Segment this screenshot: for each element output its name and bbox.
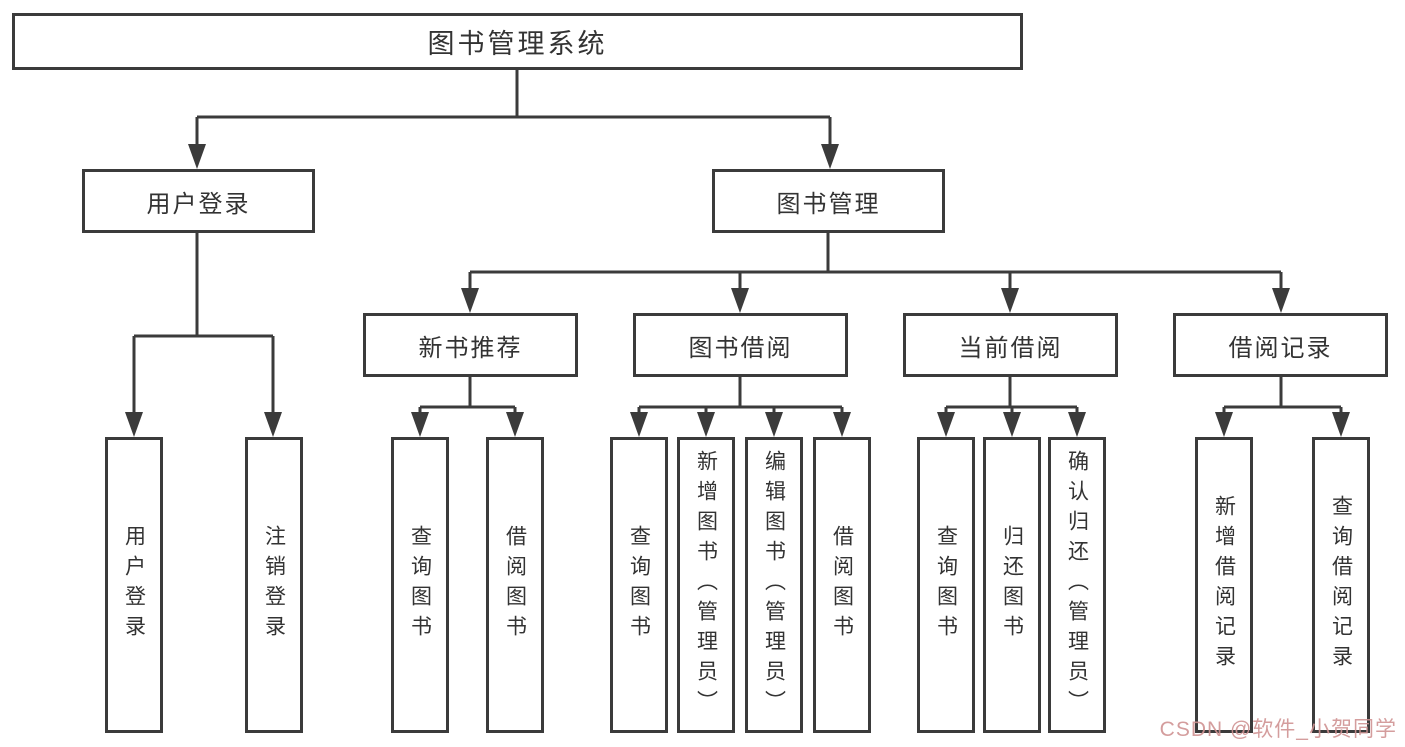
- node-library-management-system: 图书管理系统: [12, 13, 1023, 70]
- node-label: 归还图书: [1000, 525, 1024, 645]
- node-new-book-recommend: 新书推荐: [363, 313, 578, 377]
- leaf-edit-books-admin: 编辑图书（管理员）: [745, 437, 803, 733]
- node-label: 借阅图书: [503, 525, 527, 645]
- leaf-query-books: 查询图书: [610, 437, 668, 733]
- leaf-query-borrow-record: 查询借阅记录: [1312, 437, 1370, 733]
- node-label: 查询图书: [934, 525, 958, 645]
- leaf-borrow-books: 借阅图书: [486, 437, 544, 733]
- node-borrowing-records: 借阅记录: [1173, 313, 1388, 377]
- node-label: 查询借阅记录: [1329, 495, 1353, 675]
- node-current-borrowing: 当前借阅: [903, 313, 1118, 377]
- leaf-query-books: 查询图书: [391, 437, 449, 733]
- leaf-return-books: 归还图书: [983, 437, 1041, 733]
- node-label: 注销登录: [262, 525, 286, 645]
- leaf-logout: 注销登录: [245, 437, 303, 733]
- leaf-user-login: 用户登录: [105, 437, 163, 733]
- node-label: 编辑图书（管理员）: [762, 450, 786, 720]
- node-label: 图书管理系统: [427, 29, 608, 59]
- node-book-borrowing: 图书借阅: [633, 313, 848, 377]
- node-user-login: 用户登录: [82, 169, 315, 233]
- node-label: 借阅图书: [830, 525, 854, 645]
- leaf-add-borrow-record: 新增借阅记录: [1195, 437, 1253, 733]
- node-label: 当前借阅: [958, 334, 1063, 362]
- node-label: 查询图书: [408, 525, 432, 645]
- node-label: 新增图书（管理员）: [694, 450, 718, 720]
- node-label: 查询图书: [627, 525, 651, 645]
- node-label: 图书借阅: [688, 334, 793, 362]
- leaf-add-books-admin: 新增图书（管理员）: [677, 437, 735, 733]
- node-label: 用户登录: [146, 190, 251, 218]
- node-label: 图书管理: [776, 190, 881, 218]
- leaf-confirm-return-admin: 确认归还（管理员）: [1048, 437, 1106, 733]
- node-label: 用户登录: [122, 525, 146, 645]
- node-label: 新书推荐: [418, 334, 523, 362]
- node-book-management: 图书管理: [712, 169, 945, 233]
- leaf-borrow-books: 借阅图书: [813, 437, 871, 733]
- leaf-query-books: 查询图书: [917, 437, 975, 733]
- node-label: 借阅记录: [1228, 334, 1333, 362]
- node-label: 新增借阅记录: [1212, 495, 1236, 675]
- node-label: 确认归还（管理员）: [1065, 450, 1089, 720]
